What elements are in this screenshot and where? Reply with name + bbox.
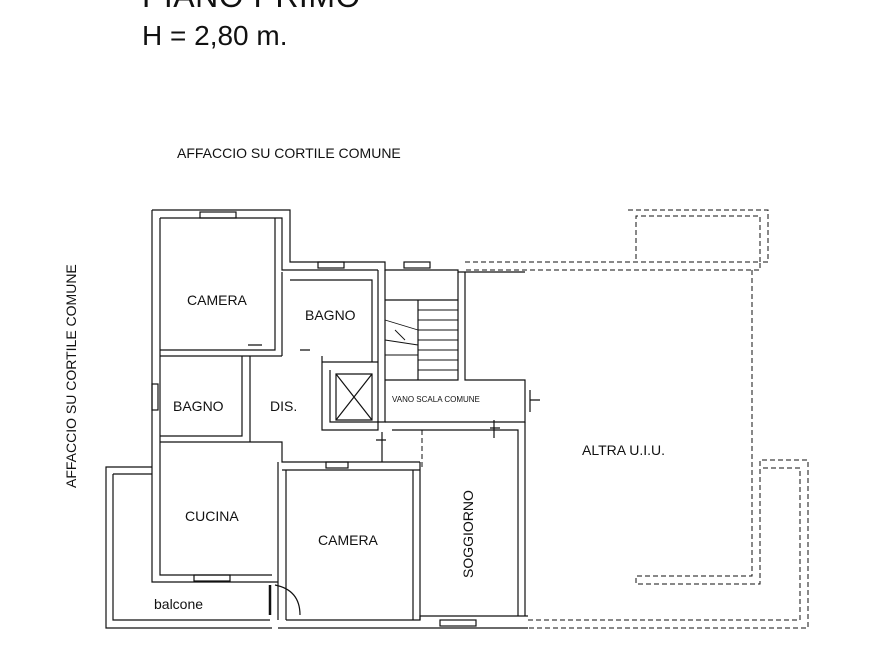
room-bagno-1: BAGNO — [305, 307, 356, 323]
room-bagno-2: BAGNO — [173, 398, 224, 414]
room-cucina: CUCINA — [185, 508, 239, 524]
left-view-label: AFFACCIO SU CORTILE COMUNE — [63, 264, 79, 488]
room-soggiorno: SOGGIORNO — [460, 490, 476, 578]
floor-height: H = 2,80 m. — [142, 20, 288, 51]
room-dis: DIS. — [270, 398, 297, 414]
room-balcone: balcone — [154, 596, 203, 612]
room-altra-uiu: ALTRA U.I.U. — [582, 442, 665, 458]
room-camera-1: CAMERA — [187, 292, 248, 308]
floor-title: PIANO PRIMO — [142, 0, 361, 15]
room-camera-2: CAMERA — [318, 532, 379, 548]
top-view-label: AFFACCIO SU CORTILE COMUNE — [177, 145, 401, 161]
room-vano-scala: VANO SCALA COMUNE — [392, 395, 480, 404]
